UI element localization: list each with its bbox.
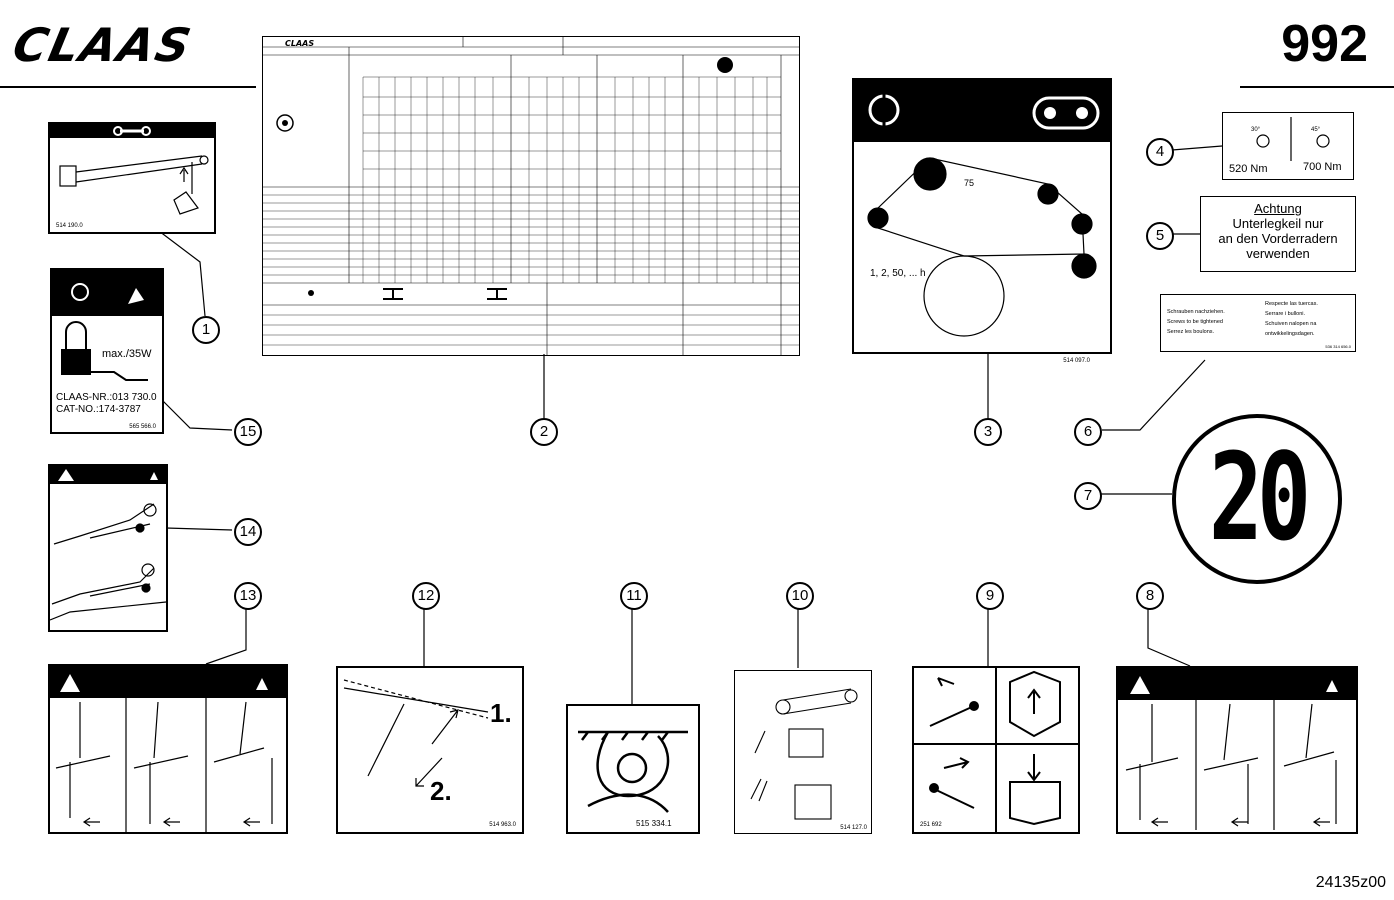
part-number: 514 097.0 <box>1063 358 1090 364</box>
decal-header <box>52 270 162 316</box>
callout-9[interactable]: 9 <box>976 582 1004 610</box>
instruction-line: ontwikkelingsdagen. <box>1265 331 1315 337</box>
decal-12-strut: 1. 2. 514 963.0 <box>336 666 524 834</box>
callout-10[interactable]: 10 <box>786 582 814 610</box>
decal-10-assembly: 514 127.0 <box>734 670 872 834</box>
padlock-icon <box>61 321 148 381</box>
bracket-assembly-icon <box>750 688 858 820</box>
decal-13-sling-warning <box>48 664 288 834</box>
step-2: 2. <box>430 776 452 806</box>
warning-line: an den Vorderradern <box>1218 231 1338 246</box>
decal-9-lever-positions: 251 692 <box>912 666 1080 834</box>
header-rule-left <box>0 86 256 88</box>
callout-3[interactable]: 3 <box>974 418 1002 446</box>
step-1: 1. <box>490 698 512 728</box>
callout-5[interactable]: 5 <box>1146 222 1174 250</box>
part-number: 536 314 656.0 <box>1325 344 1351 349</box>
part-number: 514 127.0 <box>840 825 867 831</box>
decal-4-torque: 30° 45° 520 Nm 700 Nm <box>1222 112 1354 180</box>
power-label: max./35W <box>102 348 152 360</box>
callout-1[interactable]: 1 <box>192 316 220 344</box>
part-number: 515 334.1 <box>636 819 672 828</box>
instruction-line: Schuiven nalopen na <box>1265 321 1317 327</box>
decal-header <box>50 466 166 484</box>
callout-8[interactable]: 8 <box>1136 582 1164 610</box>
wheel-nut-icon: 30° 45° <box>1251 117 1330 161</box>
speed-limit-value: 20 <box>1208 429 1311 568</box>
callout-13[interactable]: 13 <box>234 582 262 610</box>
torque-1: 520 Nm <box>1229 163 1268 175</box>
lever-position-icon <box>914 668 1078 832</box>
header-rule-right <box>1240 86 1394 88</box>
torque-2: 700 Nm <box>1303 161 1342 173</box>
callout-7[interactable]: 7 <box>1074 482 1102 510</box>
instructions-right: Respecte las tuercas. Serrare i bulloni.… <box>1265 299 1318 339</box>
callout-4[interactable]: 4 <box>1146 138 1174 166</box>
figure-code: 24135z00 <box>1315 874 1386 891</box>
callout-14[interactable]: 14 <box>234 518 262 546</box>
callout-15[interactable]: 15 <box>234 418 262 446</box>
decal-15-fuse: max./35W CLAAS-NR.:013 730.0 CAT-NO.:174… <box>50 268 164 434</box>
decal-2-setting-table: CLAAS <box>262 36 800 356</box>
lever-diagram-icon <box>59 155 209 215</box>
part-number: 565 566.0 <box>129 424 156 430</box>
belt-pulley-diagram: 75 1, 2, 50, ... h <box>867 157 1097 337</box>
instruction-line: Schrauben nachziehen. <box>1167 309 1225 315</box>
dimension-label: 75 <box>964 178 974 188</box>
decal-5-warning-text: Achtung Unterlegkeil nur an den Vorderra… <box>1200 196 1356 272</box>
decal-7-speed-sign: 20 <box>1172 414 1342 584</box>
decal-14-warning <box>48 464 168 632</box>
instruction-line: Serrare i bulloni. <box>1265 311 1306 317</box>
callout-12[interactable]: 12 <box>412 582 440 610</box>
gas-strut-icon <box>343 679 489 787</box>
catalog-numbers: CLAAS-NR.:013 730.0 CAT-NO.:174-3787 <box>56 392 157 416</box>
decal-8-sling-warning <box>1116 666 1358 834</box>
angle-1: 30° <box>1251 127 1261 133</box>
warning-line: Unterlegkeil nur <box>1232 216 1324 231</box>
claas-number: CLAAS-NR.:013 730.0 <box>56 392 157 403</box>
settings-grid: CLAAS <box>263 37 799 355</box>
warning-line: verwenden <box>1246 246 1310 261</box>
part-number: 251 692 <box>920 822 942 828</box>
part-number: 514 190.0 <box>56 223 83 229</box>
part-number: 514 963.0 <box>489 822 516 828</box>
callout-11[interactable]: 11 <box>620 582 648 610</box>
decal-header <box>1118 668 1356 700</box>
lifting-sling-icon <box>1125 700 1337 830</box>
decal-1-wrench: 514 190.0 <box>48 122 216 234</box>
callout-2[interactable]: 2 <box>530 418 558 446</box>
page-number: 992 <box>1281 15 1368 73</box>
instructions-left: Schrauben nachziehen. Screws to be tight… <box>1167 307 1225 337</box>
callout-6[interactable]: 6 <box>1074 418 1102 446</box>
instruction-line: Serrez les boulons. <box>1167 329 1215 335</box>
svg-text:CLAAS: CLAAS <box>285 39 314 48</box>
decal-11-coil: 515 334.1 <box>566 704 700 834</box>
decal-6-multilingual: Schrauben nachziehen. Screws to be tight… <box>1160 294 1356 352</box>
coil-spring-icon <box>578 730 688 813</box>
hours-label: 1, 2, 50, ... h <box>870 268 926 279</box>
angle-2: 45° <box>1311 127 1321 133</box>
lifting-sling-icon <box>55 698 273 832</box>
instruction-line: Screws to be tightened <box>1167 319 1223 325</box>
instruction-line: Respecte las tuercas. <box>1265 301 1318 307</box>
lifting-hazard-icon <box>49 503 167 621</box>
cat-number: CAT-NO.:174-3787 <box>56 404 141 415</box>
decal-3-belt-drive: 75 1, 2, 50, ... h 514 097.0 <box>852 78 1112 364</box>
decal-header <box>854 80 1110 142</box>
warning-title: Achtung <box>1254 201 1302 216</box>
decal-header <box>50 666 286 698</box>
decal-header <box>50 124 214 138</box>
